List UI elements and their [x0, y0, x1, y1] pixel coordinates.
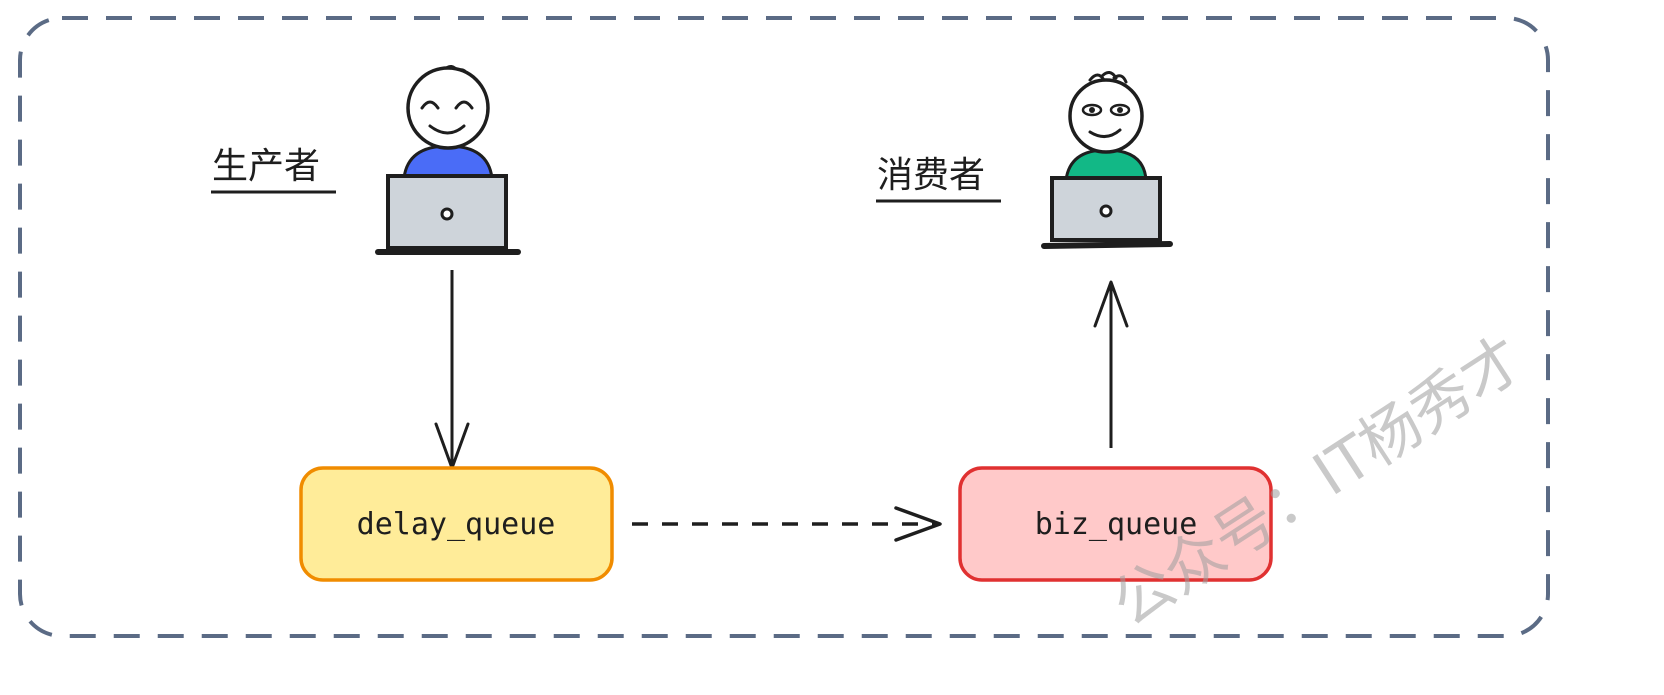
producer-shirt [402, 144, 494, 180]
producer-person-icon [402, 65, 494, 180]
delay-queue-box: delay_queue [299, 466, 614, 582]
biz-to-consumer-arrow [1093, 280, 1129, 448]
producer-figure: 生产者 [211, 65, 521, 255]
consumer-laptop-icon [1041, 176, 1173, 249]
biz-queue-label: biz_queue [1035, 507, 1198, 542]
consumer-figure: 消费者 [876, 71, 1173, 249]
consumer-shirt [1064, 148, 1148, 182]
producer-label: 生产者 [212, 146, 320, 187]
biz-queue-box: biz_queue [958, 466, 1273, 582]
consumer-label: 消费者 [877, 155, 985, 196]
delay-queue-label: delay_queue [357, 507, 556, 542]
producer-to-delay-arrow [434, 270, 470, 470]
delay-to-biz-dashed-arrow [632, 506, 942, 542]
dashed-container [18, 16, 1550, 638]
consumer-person-icon [1064, 71, 1148, 182]
producer-laptop-icon [375, 174, 521, 255]
